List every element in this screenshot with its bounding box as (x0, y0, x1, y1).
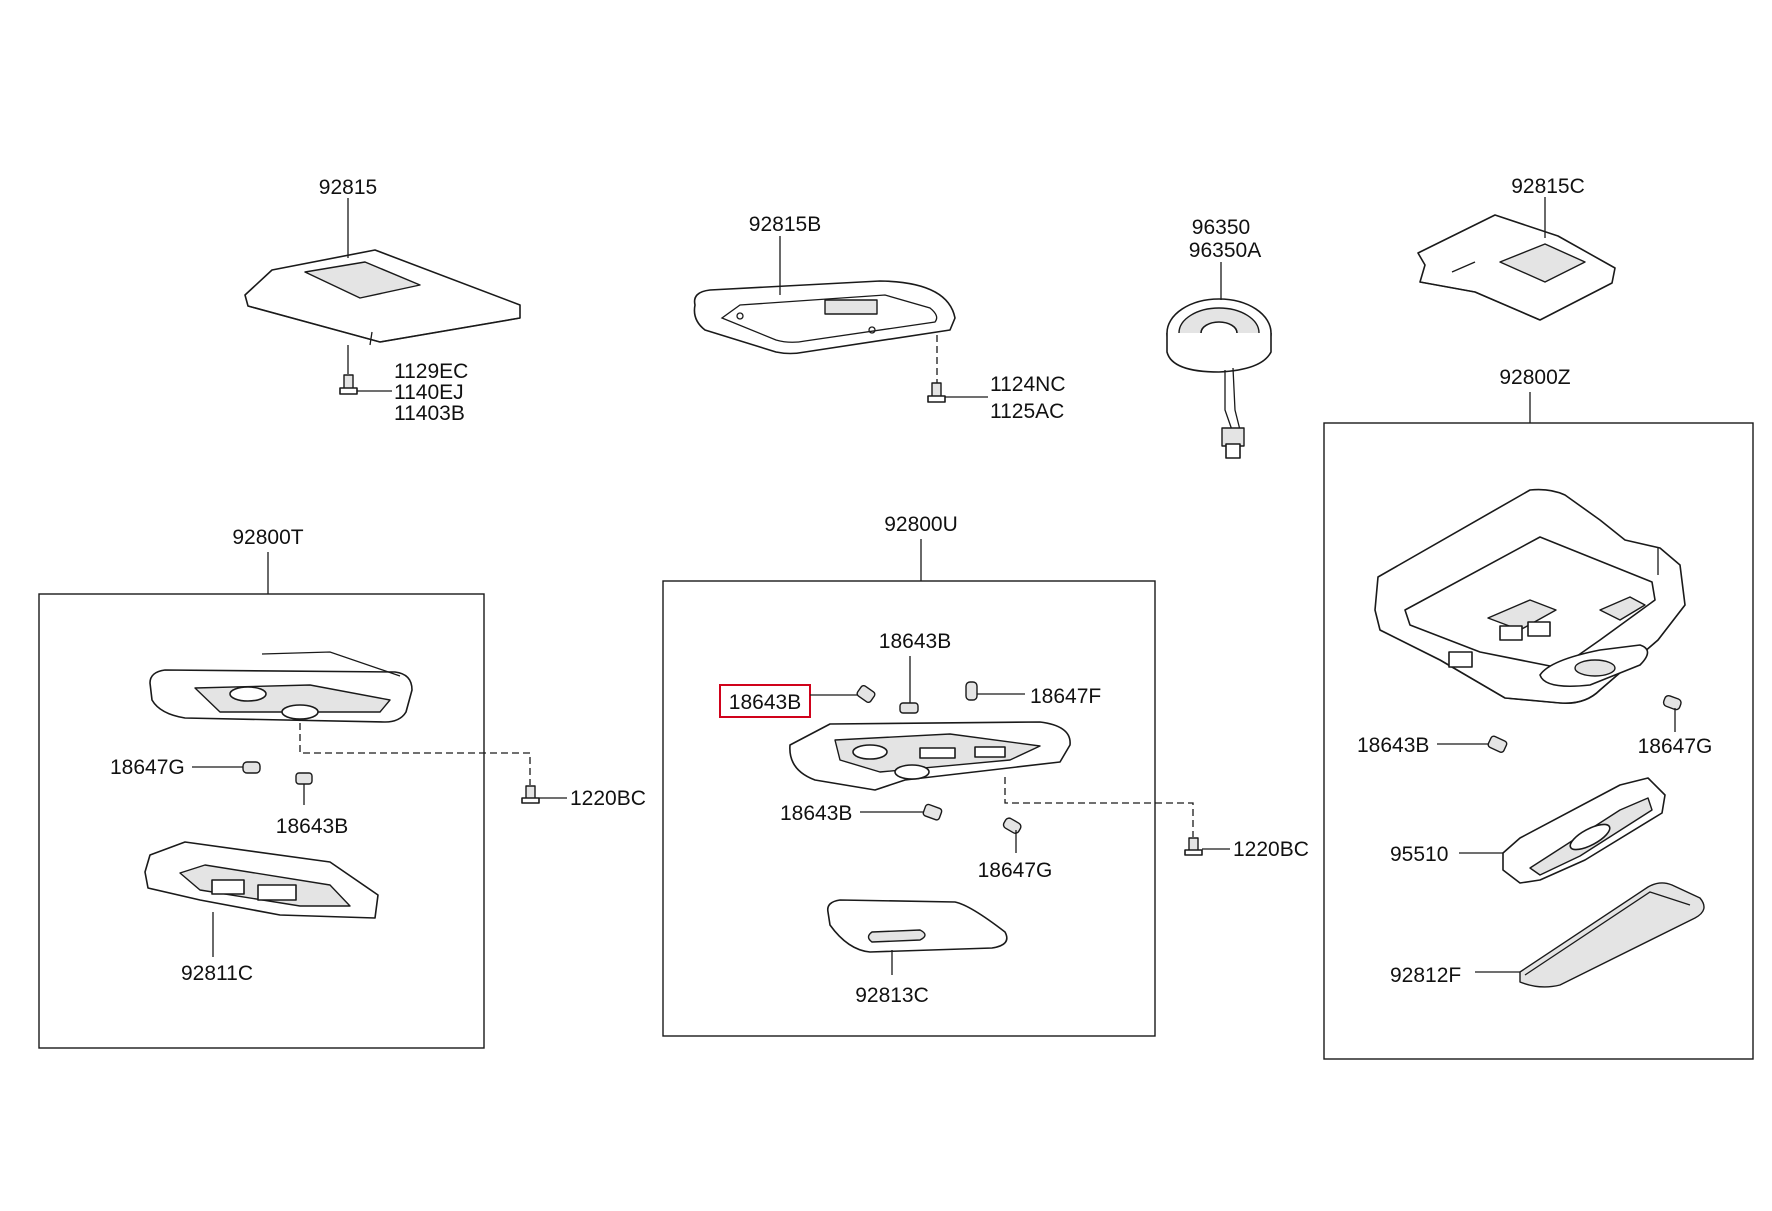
label-1129EC: 1129EC (394, 360, 468, 383)
label-92815C: 92815C (1511, 175, 1585, 198)
label-left-18643B: 18643B (276, 815, 348, 838)
lamp-assembly-left (149, 651, 413, 723)
label-mid-18647F: 18647F (1030, 685, 1101, 708)
label-92815: 92815 (319, 176, 377, 199)
label-92813C: 92813C (855, 984, 929, 1007)
bracket-92815 (244, 249, 521, 346)
lens-92813C (826, 899, 1008, 953)
module-95510 (1502, 777, 1666, 884)
label-92815B: 92815B (749, 213, 821, 236)
label-92800U: 92800U (884, 513, 958, 536)
highlight-box-18643B (719, 684, 811, 718)
speaker-96350 (1166, 298, 1272, 459)
bulb-icon (242, 761, 261, 774)
bulb-icon (965, 681, 978, 701)
bulb-icon (1002, 817, 1022, 834)
label-mid-18643B-lower: 18643B (780, 802, 852, 825)
label-mid-1220BC: 1220BC (1233, 838, 1309, 861)
screw-icon (1184, 837, 1203, 856)
bulb-icon (1487, 735, 1508, 753)
screw-icon (927, 382, 946, 403)
dashed-leader-middle (1004, 777, 1194, 837)
assembly-box-92800U (662, 580, 1156, 1037)
label-right-18647G: 18647G (1638, 735, 1713, 758)
bulb-icon (295, 772, 313, 785)
label-left-1220BC: 1220BC (570, 787, 646, 810)
label-96350A: 96350A (1189, 239, 1261, 262)
bulb-icon (856, 684, 876, 704)
bulb-icon (899, 702, 919, 714)
label-92800Z: 92800Z (1499, 366, 1570, 389)
label-96350: 96350 (1192, 216, 1250, 239)
label-mid-18643B-top: 18643B (879, 630, 951, 653)
label-right-18643B: 18643B (1357, 734, 1429, 757)
lamp-assembly-middle (789, 721, 1071, 791)
bracket-92815C (1417, 214, 1616, 321)
lens-92812F (1519, 882, 1705, 988)
label-1140EJ: 1140EJ (394, 381, 464, 404)
housing-92811C (144, 841, 379, 919)
screw-icon (521, 785, 540, 804)
assembly-box-92800Z (1323, 422, 1754, 1060)
label-11403B: 11403B (394, 402, 465, 425)
console-housing-92800Z (1374, 488, 1686, 705)
bulb-icon (1662, 694, 1682, 711)
label-mid-18647G: 18647G (978, 859, 1053, 882)
label-mid-18643B-highlighted[interactable]: 18643B (729, 691, 801, 714)
label-95510: 95510 (1390, 843, 1448, 866)
label-92811C: 92811C (181, 962, 253, 985)
plate-92815B (693, 280, 956, 355)
screw-icon (339, 374, 358, 395)
dashed-leader-left (299, 723, 531, 785)
label-1125AC: 1125AC (990, 400, 1064, 423)
label-92800T: 92800T (232, 526, 303, 549)
bulb-icon (922, 803, 943, 821)
assembly-box-92800T (38, 593, 485, 1049)
label-92812F: 92812F (1390, 964, 1461, 987)
label-left-18647G: 18647G (110, 756, 185, 779)
label-1124NC: 1124NC (990, 373, 1066, 396)
